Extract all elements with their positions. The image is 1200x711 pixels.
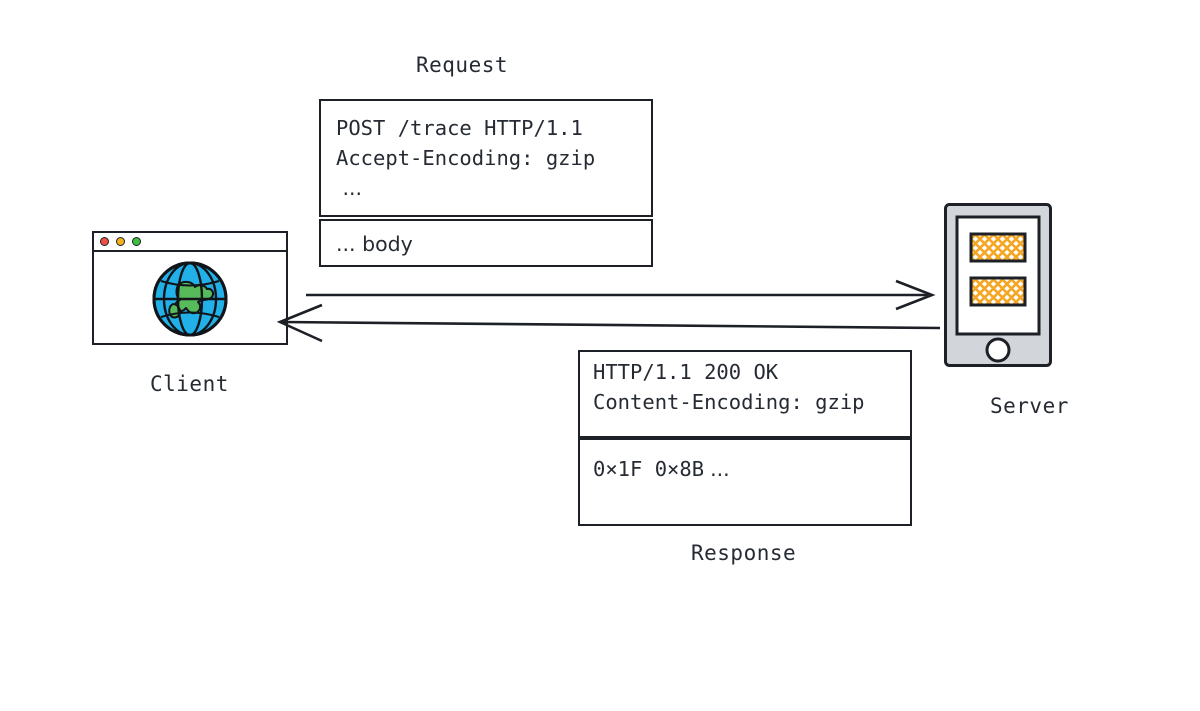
server-bay-2 (969, 276, 1027, 307)
request-title: Request (416, 53, 509, 77)
close-dot (100, 237, 109, 246)
response-header-line-2: Content-Encoding: gzip (593, 390, 865, 414)
response-header-line-1: HTTP/1.1 200 OK (593, 360, 779, 384)
server-label: Server (990, 394, 1069, 418)
response-body-row: 0×1F 0×8B ... (593, 454, 910, 484)
response-title: Response (691, 541, 797, 565)
request-header-line-2: Accept-Encoding: gzip (336, 146, 596, 170)
request-headers-box: POST /trace HTTP/1.1 Accept-Encoding: gz… (319, 99, 653, 217)
request-header-ellipsis: ... (336, 176, 363, 200)
globe-icon (152, 261, 228, 337)
minimize-dot (116, 237, 125, 246)
server-power-button (985, 337, 1011, 363)
client-label: Client (150, 372, 229, 396)
request-arrow (306, 279, 936, 311)
response-arrow (276, 303, 941, 343)
request-header-line-1: POST /trace HTTP/1.1 (336, 116, 583, 140)
response-body-hex: 0×1F 0×8B (593, 457, 705, 481)
response-body-ellipsis: ... (710, 457, 730, 481)
response-body-box: 0×1F 0×8B ... (578, 438, 912, 526)
server-bay-1 (969, 232, 1027, 263)
maximize-dot (132, 237, 141, 246)
request-body-text: ... body (336, 232, 413, 256)
client-window-titlebar (94, 233, 286, 252)
response-headers-box: HTTP/1.1 200 OK Content-Encoding: gzip (578, 350, 912, 438)
server-device (944, 203, 1052, 367)
client-browser-window (92, 231, 288, 345)
request-body-box: ... body (319, 219, 653, 267)
